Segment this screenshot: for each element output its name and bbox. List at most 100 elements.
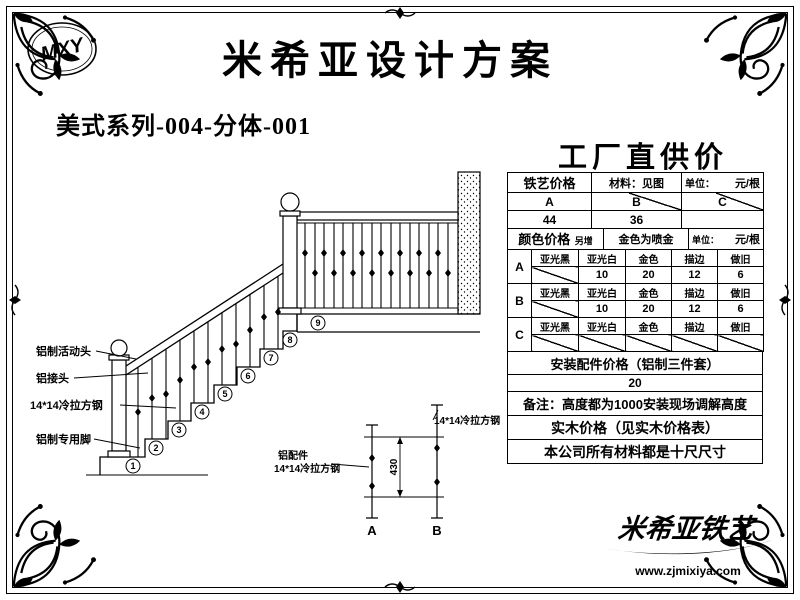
detail-baluster-b (431, 404, 443, 519)
val-b-antique: 6 (717, 300, 764, 318)
corner-flourish-top-left (12, 12, 96, 96)
iron-price-material: 材料：见图 (591, 172, 682, 193)
head-antique: 做旧 (717, 283, 764, 301)
corner-flourish-bottom-right (704, 504, 788, 588)
note-wood-price: 实木价格（见实木价格表） (507, 415, 763, 440)
page-title: 米希亚设计方案 (222, 38, 558, 83)
svg-text:8: 8 (287, 335, 292, 345)
price-panel: 铁艺价格 材料：见图 单位： 元/根 A B C 44 36 颜色价格 另增 (507, 172, 764, 464)
install-price-label: 安装配件价格（铝制三件套） (507, 351, 763, 375)
cell-blank (578, 334, 626, 352)
leader-line (73, 372, 149, 379)
leader-line (432, 409, 439, 421)
newel-ball-finial (110, 339, 128, 357)
head-matte-black: 亚光黑 (531, 283, 579, 301)
leader-line (331, 463, 370, 468)
detail-label-steel: 14*14冷拉方钢 (274, 462, 340, 475)
color-row-a-heads: A 亚光黑 亚光白 金色 描边 做旧 (507, 249, 764, 284)
svg-text:4: 4 (199, 407, 204, 417)
baluster-knuckles (302, 249, 451, 277)
color-price-name: 颜色价格 (518, 232, 571, 247)
stair-drawing: 1 2 3 4 5 6 7 8 9 铝制活动头 铝接头 14*14冷拉方钢 铝制… (30, 171, 500, 538)
val-a-gold: 20 (625, 266, 672, 284)
color-price-note: 金色为喷金 (603, 228, 689, 250)
step-numbers: 1 2 3 4 5 6 7 8 9 (125, 315, 326, 474)
step-number-2: 2 (148, 440, 164, 456)
svg-text:5: 5 (222, 389, 227, 399)
part-label-special-foot: 铝制专用脚 (36, 432, 91, 446)
head-matte-black: 亚光黑 (531, 249, 579, 267)
iron-col-c: C (681, 192, 764, 211)
cell-blank (531, 334, 579, 352)
head-matte-white: 亚光白 (578, 249, 626, 267)
upper-newel-post (278, 192, 302, 315)
color-group-b: B (507, 283, 532, 318)
leader-line (93, 438, 141, 449)
val-a-white: 10 (578, 266, 626, 284)
color-group-c: C (507, 317, 532, 352)
color-price-unit: 单位： 元/根 (688, 228, 764, 250)
oval-logo-text: MXY (39, 34, 88, 66)
head-gold: 金色 (625, 283, 672, 301)
edge-ornament-left (9, 284, 21, 316)
step-number-8: 8 (282, 332, 298, 348)
iron-val-a: 44 (507, 210, 592, 229)
svg-text:6: 6 (245, 371, 250, 381)
val-b-outline: 12 (671, 300, 718, 318)
part-label-square-steel: 14*14冷拉方钢 (30, 398, 103, 412)
head-outline: 描边 (671, 317, 718, 335)
cell-blank (717, 334, 764, 352)
price-panel-title: 工厂直供价 (557, 142, 728, 174)
oval-logo: MXY (27, 22, 97, 76)
detail-dimension (364, 436, 444, 498)
svg-text:2: 2 (153, 443, 158, 453)
color-row-c-heads: C 亚光黑 亚光白 金色 描边 做旧 (507, 317, 764, 352)
corner-flourish-top-right (704, 12, 788, 96)
iron-col-b: B (591, 192, 682, 211)
head-antique: 做旧 (717, 249, 764, 267)
color-row-b-vals: 10 20 12 6 (508, 300, 764, 318)
step-number-1: 1 (125, 458, 141, 474)
svg-text:7: 7 (268, 353, 273, 363)
cell-blank (625, 334, 672, 352)
note-remark: 备注：高度都为1000安装现场调解高度 (507, 391, 763, 416)
brand-logo: 米希亚铁艺 (596, 506, 780, 564)
cell-blank (531, 300, 579, 318)
detail-variant-a: A (367, 523, 377, 538)
handrail (296, 211, 459, 221)
head-antique: 做旧 (717, 317, 764, 335)
lower-newel-post (107, 339, 131, 458)
part-label-joint: 铝接头 (36, 371, 69, 385)
color-group-a: A (507, 249, 532, 284)
color-price-grid: A 亚光黑 亚光白 金色 描边 做旧 10 20 12 6 B 亚光黑 亚光白 … (507, 249, 764, 352)
step-number-6: 6 (240, 368, 256, 384)
svg-text:1: 1 (130, 461, 135, 471)
svg-text:9: 9 (315, 318, 320, 328)
step-number-5: 5 (217, 386, 233, 402)
part-label-movable-head: 铝制活动头 (36, 344, 91, 358)
step-number-7: 7 (263, 350, 279, 366)
brand-website: www.zjmixiya.com (635, 564, 741, 578)
detail-label-fitting: 铝配件 (278, 449, 308, 462)
landing-railing (296, 211, 459, 309)
corner-flourish-bottom-left (12, 504, 96, 588)
note-material-size: 本公司所有材料都是十尺尺寸 (507, 439, 763, 464)
iron-price-unit: 单位： 元/根 (681, 172, 764, 193)
detail-label-top: 14*14冷拉方钢 (434, 414, 500, 427)
edge-ornament-top (384, 7, 416, 19)
head-matte-black: 亚光黑 (531, 317, 579, 335)
head-matte-white: 亚光白 (578, 317, 626, 335)
step-number-9: 9 (310, 315, 326, 331)
detail-baluster-a (366, 424, 378, 519)
dimension-arrows (397, 437, 403, 497)
head-gold: 金色 (625, 249, 672, 267)
val-a-outline: 12 (671, 266, 718, 284)
baluster-detail-drawing: 430 14*14冷拉方钢 铝配件 14*14冷拉方钢 A B (274, 404, 500, 538)
cell-blank (671, 334, 718, 352)
leader-line (95, 350, 137, 360)
val-a-antique: 6 (717, 266, 764, 284)
step-number-3: 3 (171, 422, 187, 438)
sloped-baluster-knuckles (135, 308, 281, 416)
iron-price-name: 铁艺价格 (507, 172, 592, 193)
val-b-gold: 20 (625, 300, 672, 318)
